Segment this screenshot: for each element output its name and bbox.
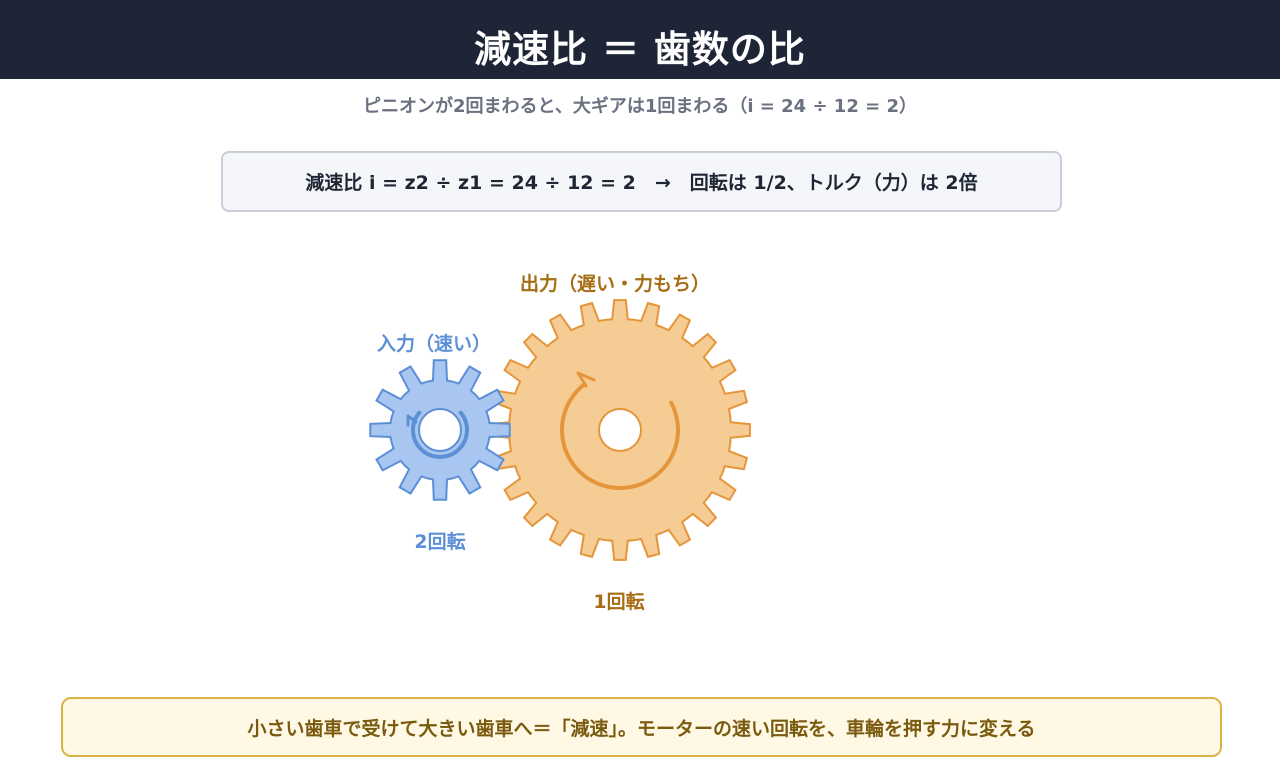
- formula-box: 減速比 i = z2 ÷ z1 = 24 ÷ 12 = 2 → 回転は 1/2、…: [221, 151, 1062, 212]
- output-gear-hub: [598, 408, 642, 452]
- page-title: 減速比 ＝ 歯数の比: [474, 27, 806, 71]
- summary-note-text: 小さい歯車で受けて大きい歯車へ＝「減速」。モーターの速い回転を、車輪を押す力に変…: [247, 717, 1036, 740]
- summary-note: 小さい歯車で受けて大きい歯車へ＝「減速」。モーターの速い回転を、車輪を押す力に変…: [61, 697, 1222, 757]
- output-rotation-arrow: [560, 382, 680, 491]
- output-gear-label: 出力（遅い・力もち）: [520, 272, 710, 295]
- input-rotation-count: 2回転: [414, 531, 465, 553]
- output-rotation-arrowhead: [576, 371, 596, 388]
- subtitle: ピニオンが2回まわると、大ギアは1回まわる（i = 24 ÷ 12 = 2）: [363, 96, 917, 117]
- header-bar: 減速比 ＝ 歯数の比: [0, 0, 1280, 79]
- input-rotation-arrow: [411, 410, 469, 459]
- formula-text: 減速比 i = z2 ÷ z1 = 24 ÷ 12 = 2 → 回転は 1/2、…: [305, 172, 978, 194]
- input-rotation-arrowhead: [406, 414, 418, 427]
- output-rotation-count: 1回転: [593, 591, 644, 613]
- input-gear-label: 入力（速い）: [377, 332, 491, 355]
- input-gear-hub: [418, 408, 462, 452]
